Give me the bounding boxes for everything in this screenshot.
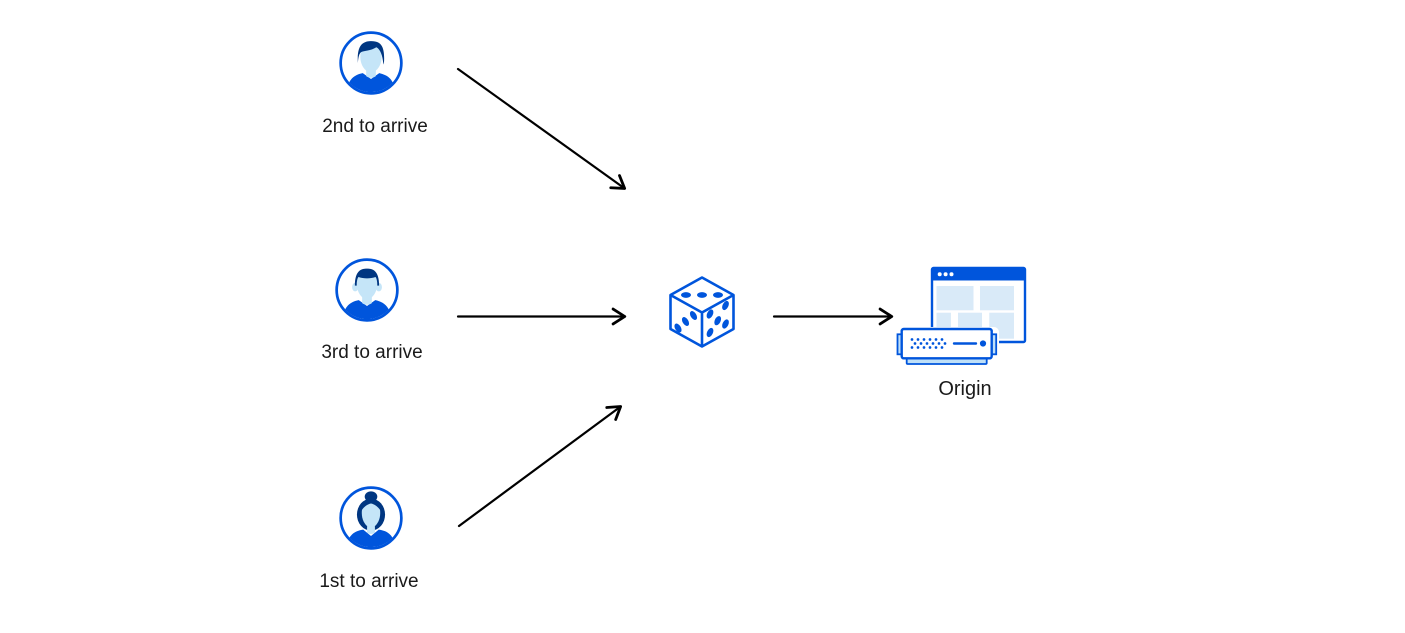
node-label-client-1st: 1st to arrive: [319, 571, 419, 592]
server-led: [979, 340, 987, 347]
edge-client-2nd-to-dice: [456, 67, 627, 190]
node-client-2nd: [339, 31, 403, 100]
edge-client-1st-to-dice: [457, 405, 623, 528]
node-client-1st: [339, 486, 403, 555]
node-randomizer: [669, 276, 735, 353]
user-avatar-icon: [339, 486, 403, 550]
server-vents: [910, 338, 947, 349]
user-avatar-icon: [339, 31, 403, 95]
node-client-3rd: [335, 258, 399, 327]
node-label-origin: Origin: [938, 378, 992, 400]
dice-icon: [669, 276, 735, 348]
user-avatar-icon: [335, 258, 399, 322]
server-unit: [900, 327, 993, 360]
origin-server-icon: [895, 266, 1027, 366]
node-label-client-3rd: 3rd to arrive: [321, 342, 423, 363]
node-origin: [895, 262, 1030, 371]
node-label-client-2nd: 2nd to arrive: [322, 116, 428, 137]
